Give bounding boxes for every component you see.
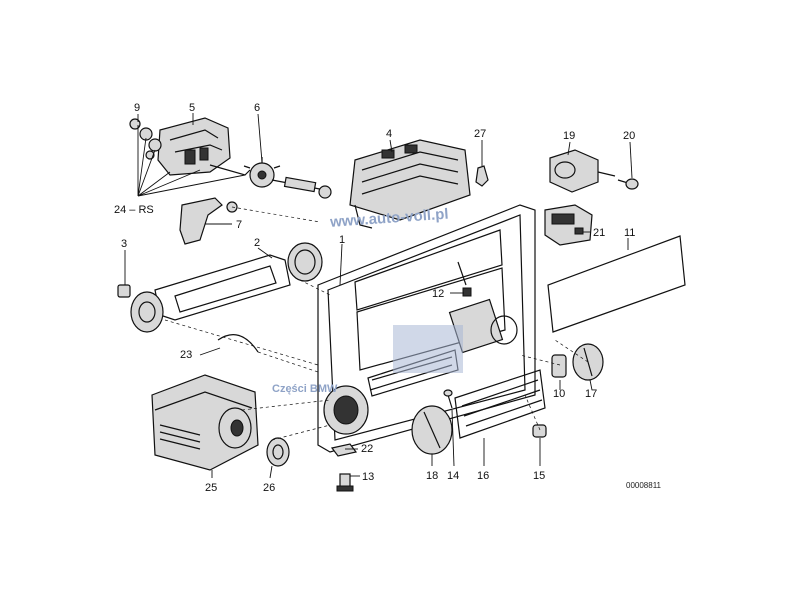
part-14-screw: [443, 389, 453, 409]
label-part-19: 19: [563, 130, 575, 142]
part-22-clip: [330, 443, 358, 457]
part-labels: 9 5 6 4 27 19 20 24 – RS 7 3 2 1 11 21 1…: [114, 102, 662, 494]
label-part-3: 3: [121, 238, 127, 250]
label-part-14: 14: [447, 470, 459, 482]
label-part-10: 10: [553, 388, 565, 400]
label-part-13: 13: [362, 471, 374, 483]
part-9-screws: [129, 118, 162, 160]
cable-rod: [271, 176, 332, 199]
label-part-6: 6: [254, 102, 260, 114]
part-4-control-mechanism: [349, 139, 471, 229]
label-part-15: 15: [533, 470, 545, 482]
label-part-5: 5: [189, 102, 195, 114]
label-part-18: 18: [426, 470, 438, 482]
watermark-caption: Części BMW: [272, 383, 338, 395]
leader-lines: [124, 113, 633, 479]
slide-knob: [130, 291, 164, 333]
label-part-27: 27: [474, 128, 486, 140]
label-part-21: 21: [593, 227, 605, 239]
diagram-code: 00008811: [626, 481, 662, 490]
label-part-16: 16: [477, 470, 489, 482]
label-part-9: 9: [134, 102, 140, 114]
label-part-20: 20: [623, 130, 635, 142]
assembly-lines: [164, 206, 589, 441]
watermark: www.auto-voll.pl Części BMW: [272, 206, 463, 395]
part-25-motor-box: [151, 374, 259, 471]
label-part-24-rs: 24 – RS: [114, 204, 154, 216]
label-part-4: 4: [386, 128, 392, 140]
label-part-23: 23: [180, 349, 192, 361]
part-26-bushing: [266, 437, 290, 467]
part-19-rotary-switch: [549, 149, 616, 193]
part-2-ring: [287, 242, 323, 282]
label-part-7: 7: [236, 219, 242, 231]
label-part-12: 12: [432, 288, 444, 300]
part-13-screw: [336, 473, 354, 492]
part-5-switch-housing: [157, 117, 251, 176]
label-part-26: 26: [263, 482, 275, 494]
part-18-knob: [411, 405, 453, 455]
part-15-cap: [532, 424, 547, 438]
part-27-clip: [475, 165, 489, 187]
part-12-pin: [457, 261, 472, 297]
part-10-small-knob: [551, 354, 567, 378]
label-part-2: 2: [254, 237, 260, 249]
part-20-screw: [617, 178, 639, 190]
part-21-switch-module: [544, 204, 593, 246]
part-11-cover-panel: [547, 235, 686, 333]
label-part-22: 22: [361, 443, 373, 455]
label-part-17: 17: [585, 388, 597, 400]
part-1-main-bezel: [317, 204, 536, 453]
label-part-25: 25: [205, 482, 217, 494]
part-16-grille: [454, 369, 546, 439]
part-23-spring-clip: [217, 334, 259, 353]
part-2-slide-plate: [154, 254, 291, 321]
label-part-1: 1: [339, 234, 345, 246]
label-part-11: 11: [624, 227, 635, 239]
watermark-site: www.auto-voll.pl: [329, 206, 450, 231]
part-6-gear: [243, 157, 281, 188]
part-3-cap: [117, 284, 131, 298]
part-7-bracket: [179, 197, 238, 245]
